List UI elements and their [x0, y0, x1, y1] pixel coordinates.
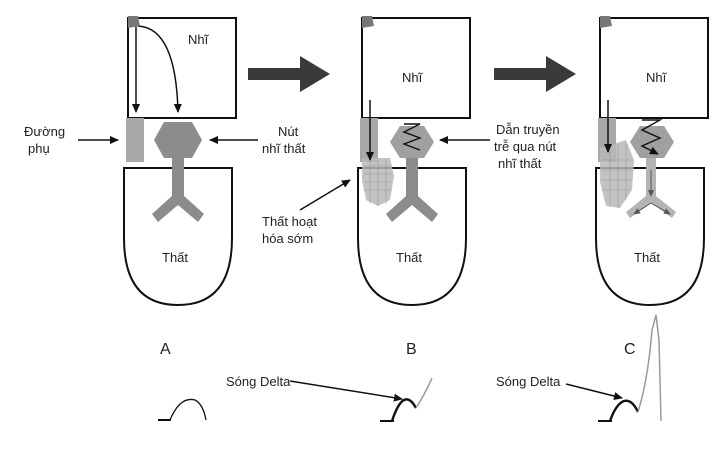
ecg-b [380, 377, 433, 422]
panel-letter-c: C [624, 341, 636, 358]
atrium-a [127, 17, 237, 119]
ecg-a [158, 398, 207, 421]
ventricle-label-a: Thất [162, 250, 188, 265]
delayed-conduction-label-line3: nhĩ thất [498, 156, 542, 171]
delta-wave-label-b: Sóng Delta [226, 374, 291, 389]
his-bundle-a [152, 158, 204, 222]
panel-b: Nhĩ Thất Thất hoạt hóa sớm Dẫn truyền tr… [226, 16, 560, 422]
pre-excited-region-c [600, 140, 634, 208]
atrium-c [599, 17, 709, 119]
panel-letter-b: B [406, 341, 417, 358]
panel-letter-a: A [160, 341, 171, 358]
atrium-b [361, 17, 471, 119]
arrow-right-icon [494, 56, 576, 92]
av-node-label-line2: nhĩ thất [262, 141, 306, 156]
accessory-pathway-b [360, 118, 378, 162]
av-node-label-line1: Nút [278, 124, 299, 139]
arrow-right-icon [248, 56, 330, 92]
atrium-label-c: Nhĩ [646, 70, 668, 85]
atrium-label-b: Nhĩ [402, 70, 424, 85]
zigzag-conduction-icon [640, 119, 663, 155]
accessory-pathway-a [126, 118, 144, 162]
pre-excitation-label-line2: hóa sớm [262, 231, 313, 246]
panel-c: Nhĩ Thất C Sóng Delta [496, 16, 709, 422]
av-node-a [154, 122, 202, 158]
his-bundle-b [386, 158, 438, 222]
accessory-pathway-label-line1: Đường [24, 124, 65, 139]
panel-a: Nhĩ Thất Đường phụ Nút nhĩ thất A [24, 16, 306, 421]
progress-arrow-1 [248, 56, 330, 92]
delayed-conduction-label-line2: trễ qua nút [494, 139, 557, 154]
accessory-pathway-label-line2: phụ [28, 141, 50, 156]
progress-arrow-2 [494, 56, 576, 92]
av-node-b [390, 126, 434, 158]
atrium-label-a: Nhĩ [188, 32, 210, 47]
ventricle-label-c: Thất [634, 250, 660, 265]
zigzag-conduction-icon [402, 123, 422, 151]
pre-excitation-label-line1: Thất hoạt [262, 214, 317, 229]
ecg-c [598, 314, 662, 422]
delta-wave-label-c: Sóng Delta [496, 374, 561, 389]
ventricle-label-b: Thất [396, 250, 422, 265]
delayed-conduction-label-line1: Dẫn truyền [496, 122, 560, 137]
ventricle-a [123, 167, 233, 307]
